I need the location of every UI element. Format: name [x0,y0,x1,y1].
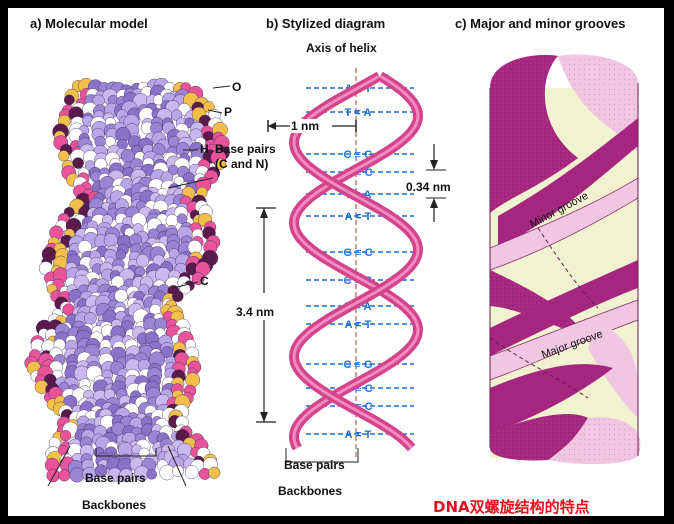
atom-sphere [208,466,221,479]
atom-sphere [176,213,188,224]
atom-sphere [58,469,71,482]
label-p: P [224,105,233,119]
atom-sphere [64,94,75,106]
base-pair-label: A = T [345,211,372,223]
label-backbones: Backbones [82,498,147,512]
atom-sphere [94,464,108,478]
atom-sphere [72,157,84,169]
caption: DNA双螺旋结构的特点 [433,498,590,516]
label-o: O [232,80,242,94]
pitch-label: 3.4 nm [236,305,275,319]
base-pair-label: C ≡ G [343,359,372,371]
base-pair-label: C ≡ G [343,149,372,161]
label-c-and-n: (C and N) [215,157,269,171]
atom-sphere [214,158,227,170]
atom-sphere [115,249,127,260]
stylized-backbones-label: Backbones [278,484,343,498]
axis-of-helix-label: Axis of helix [306,41,377,55]
stylized-base-pairs-label: Base pairs [284,458,345,472]
label-h: H [200,142,209,156]
atom-sphere [69,467,85,483]
atom-sphere [136,254,150,268]
strand-a-highlight [292,74,420,449]
atom-sphere [84,312,97,325]
atom-sphere [191,272,205,286]
strand-b-highlight [292,74,420,449]
molecular-model [24,77,231,487]
groove-diagram [489,54,641,465]
base-pair-label: G ≡ C [343,247,372,259]
atom-sphere [203,101,215,113]
base-pair-label: A = T [345,319,372,331]
atom-sphere [172,465,185,477]
atom-sphere [146,469,157,480]
atom-sphere [184,465,199,479]
figure-frame: a) Molecular model b) Stylized diagram c… [8,8,664,516]
atom-sphere [185,372,201,388]
panel-b-title: b) Stylized diagram [266,16,386,31]
atom-sphere [59,430,72,442]
base-pair-label: T = A [345,107,372,119]
stylized-helix: A = TT = AC ≡ GG ≡ CT = AA = TG ≡ CC ≡ G… [256,68,446,463]
label-bottom-base-pairs: Base pairs [85,471,146,485]
atom-sphere [58,150,70,162]
label-base-pairs: Base pairs [215,142,276,156]
atom-sphere [172,290,184,302]
width-1nm-label: 1 nm [291,119,320,133]
atom-sphere [46,468,60,483]
label-c: C [200,274,209,288]
rise-label: 0.34 nm [406,180,451,194]
panel-a-title: a) Molecular model [30,16,148,31]
atom-sphere [119,468,134,483]
base-pair-label: A = T [345,429,372,441]
panel-c-title: c) Major and minor grooves [455,16,626,31]
